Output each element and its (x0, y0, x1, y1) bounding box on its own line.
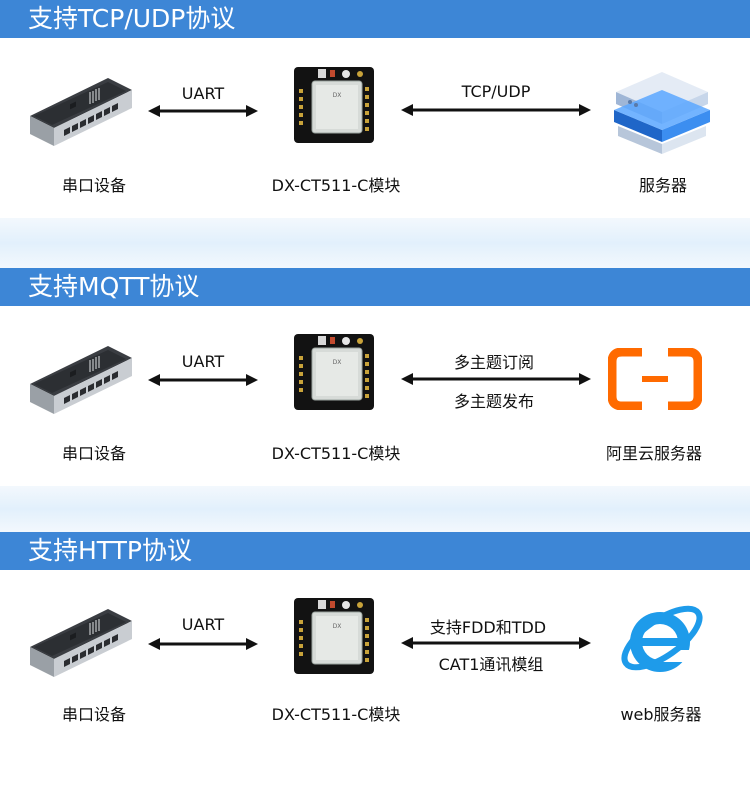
uart-label: UART (181, 615, 225, 634)
module-label: DX-CT511-C模块 (271, 176, 401, 195)
module-icon (294, 334, 374, 410)
link-label-top: 支持FDD和TDD (429, 618, 547, 637)
link-label: TCP/UDP (461, 82, 531, 101)
section-title: 支持HTTP协议 (28, 536, 192, 565)
serial-device-icon (30, 609, 133, 678)
module-icon (294, 67, 374, 143)
uart-label: UART (181, 84, 225, 103)
section-title: 支持TCP/UDP协议 (28, 4, 236, 33)
section-header: 支持HTTP协议 (0, 532, 750, 570)
link-label-bottom: CAT1通讯模组 (438, 655, 544, 674)
section-divider (0, 486, 750, 532)
link-arrow-icon (401, 372, 593, 386)
serial-device-icon (30, 346, 133, 415)
server-label: 服务器 (638, 176, 688, 195)
serial-device-label: 串口设备 (61, 176, 127, 195)
uart-arrow-icon (148, 104, 260, 118)
module-icon (294, 598, 374, 674)
section-divider (0, 218, 750, 268)
serial-device-label: 串口设备 (61, 705, 127, 724)
uart-arrow-icon (148, 373, 260, 387)
section-title: 支持MQTT协议 (28, 272, 200, 301)
server-label: web服务器 (620, 705, 702, 724)
module-label: DX-CT511-C模块 (271, 705, 401, 724)
section-header: 支持MQTT协议 (0, 268, 750, 306)
uart-label: UART (181, 352, 225, 371)
module-label: DX-CT511-C模块 (271, 444, 401, 463)
aliyun-logo-icon (608, 348, 702, 410)
section-header: 支持TCP/UDP协议 (0, 0, 750, 38)
uart-arrow-icon (148, 637, 260, 651)
serial-device-icon (30, 78, 133, 147)
link-arrow-icon (401, 103, 593, 117)
server-label: 阿里云服务器 (605, 444, 703, 463)
link-label-top: 多主题订阅 (453, 353, 535, 372)
serial-device-label: 串口设备 (61, 444, 127, 463)
server-stack-icon (614, 72, 710, 154)
link-arrow-icon (401, 636, 593, 650)
internet-explorer-icon (621, 605, 703, 672)
link-label-bottom: 多主题发布 (453, 392, 535, 411)
